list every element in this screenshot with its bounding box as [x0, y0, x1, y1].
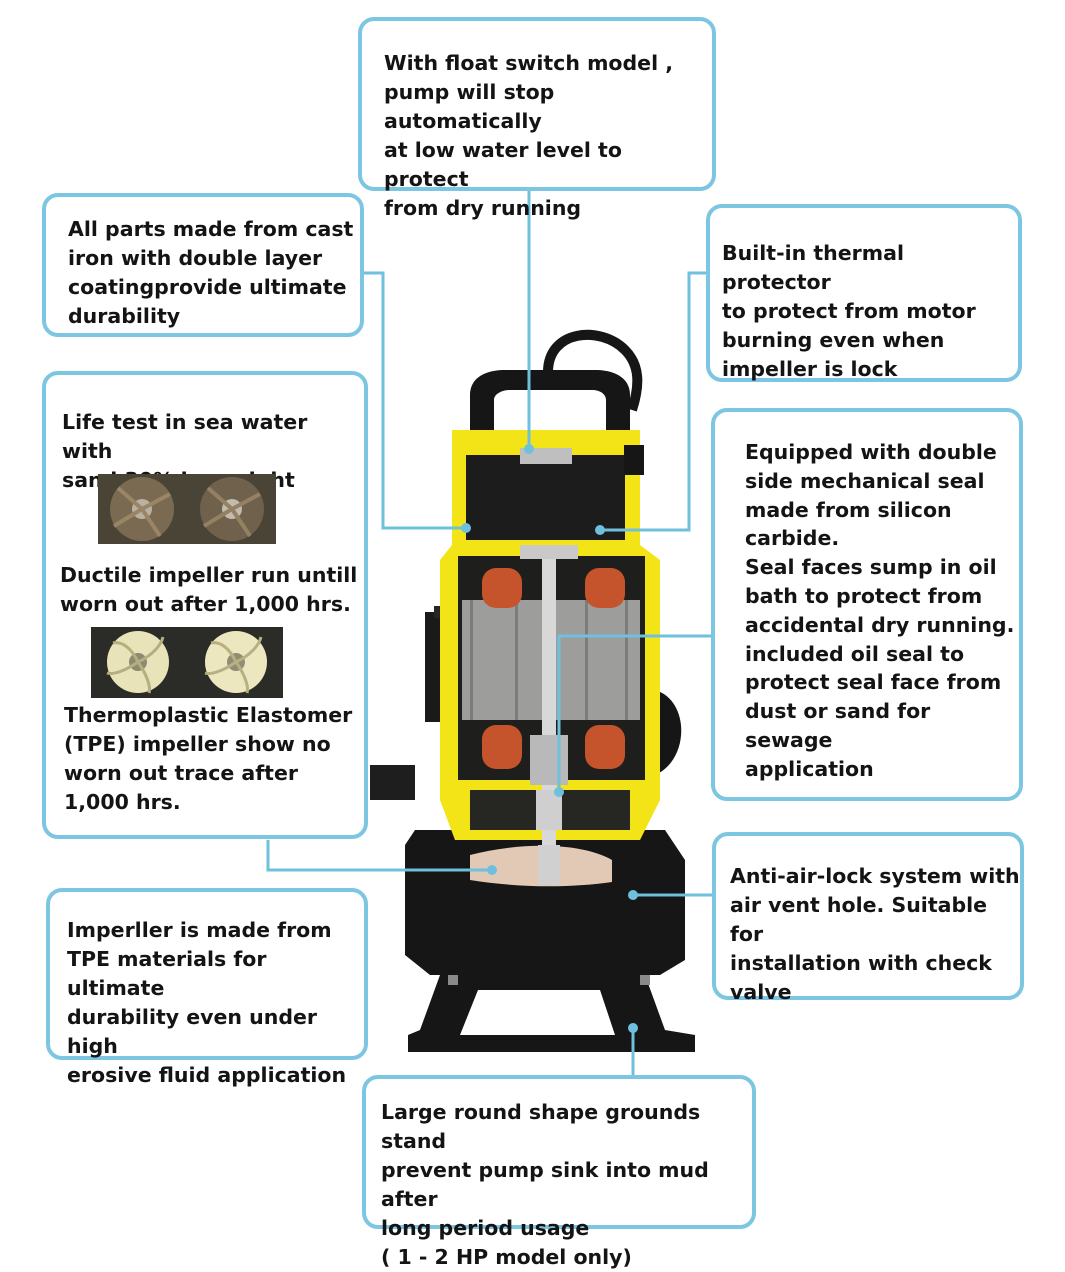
callout-mechanical-seal: Equipped with double side mechanical sea…	[711, 408, 1023, 801]
callout-anti-air-lock: Anti-air-lock system with air vent hole.…	[712, 832, 1024, 1004]
callout-cast-iron: All parts made from cast iron with doubl…	[42, 193, 364, 337]
leader-impeller	[266, 840, 492, 872]
callout-impeller: Imperller is made from TPE materials for…	[46, 888, 368, 1087]
tpe-impeller-photo	[91, 627, 283, 698]
handle-cable	[470, 329, 644, 475]
ground-stand	[408, 955, 695, 1052]
pump-diagram	[266, 190, 712, 1075]
callout-ground-stand: Large round shape grounds stand prevent …	[362, 1075, 756, 1269]
leader-cast-iron	[364, 271, 466, 530]
callout-text: Built-in thermal protector to protect fr…	[722, 241, 976, 381]
callout-text: With float switch model , pump will stop…	[384, 51, 674, 220]
ductile-impeller-photo	[98, 474, 276, 544]
impeller	[470, 845, 612, 887]
callout-float-switch: With float switch model , pump will stop…	[358, 17, 716, 220]
callout-text: Imperller is made from TPE materials for…	[67, 918, 347, 1087]
callout-text: Thermoplastic Elastomer (TPE) impeller s…	[64, 703, 353, 814]
leader-thermal	[600, 271, 706, 532]
shaft	[520, 545, 578, 845]
callout-text: Anti-air-lock system with air vent hole.…	[730, 864, 1020, 1004]
callout-life-test: Life test in sea water with sand 30% by …	[42, 371, 368, 839]
callout-text: All parts made from cast iron with doubl…	[68, 217, 354, 328]
callout-text: Equipped with double side mechanical sea…	[745, 440, 1015, 781]
leader-seal	[557, 634, 711, 790]
callout-text: Large round shape grounds stand prevent …	[381, 1100, 709, 1269]
callout-thermal-protector: Built-in thermal protector to protect fr…	[706, 204, 1022, 382]
callout-text: Ductile impeller run untill worn out aft…	[60, 563, 358, 616]
